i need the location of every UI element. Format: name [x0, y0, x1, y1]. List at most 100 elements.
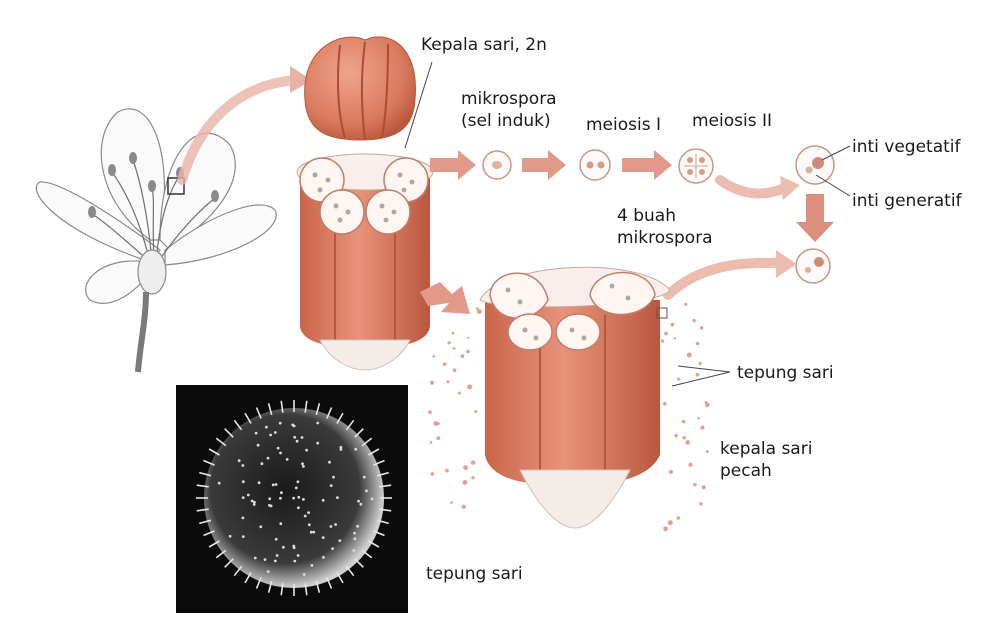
meiosis-2-cell [679, 149, 713, 183]
pollen-dot [453, 368, 457, 372]
pollen-dot [661, 339, 664, 342]
pollen-spine-tip [292, 497, 295, 500]
meiosis-1-cell [580, 150, 610, 180]
pollen-spine-tip [356, 525, 359, 528]
pollen-dot [696, 373, 700, 377]
pollen-dot [699, 502, 703, 506]
pollen-dot [446, 380, 449, 383]
pollen-spine-tip [272, 484, 275, 487]
pollen-dot [454, 309, 458, 313]
pollen-spine-tip [354, 448, 357, 451]
pollen-dot [432, 355, 435, 358]
pollen-dot [669, 470, 673, 474]
pollen-dot [693, 483, 697, 487]
pollen-dot [437, 422, 440, 425]
pollen-spine-tip [308, 523, 311, 526]
pollen-dot [664, 332, 668, 336]
pollen-dot [467, 337, 469, 339]
pollen-spine-tip [254, 557, 257, 560]
pollen-spine-tip [297, 554, 300, 557]
pollen-two-nuclei-cell [796, 146, 834, 184]
pollen-spine-tip [332, 476, 335, 479]
arrow-down [796, 194, 834, 242]
pollen-dot [696, 342, 700, 346]
pollen-spine-tip [229, 535, 232, 538]
pollen-spine-tip [365, 490, 368, 493]
pollen-spine-tip [297, 506, 300, 509]
pollen-spine-tip [302, 465, 305, 468]
pollen-dot [430, 381, 434, 385]
pollen-dot [700, 326, 704, 330]
pollen-spine-tip [322, 499, 325, 502]
pollen-spine-tip [279, 452, 282, 455]
pollen-spine-tip [265, 426, 268, 429]
pollen-spine-tip [330, 484, 333, 487]
pollen-spine-tip [293, 560, 296, 563]
pollen-dot [466, 350, 470, 354]
pollen-spine-tip [242, 480, 245, 483]
label-generative-nucleus: inti generatif [852, 190, 962, 212]
pollen-spine-tip [275, 483, 278, 486]
pollen-dot [450, 501, 453, 504]
pollen-dot [685, 440, 690, 445]
pollen-spine-tip [311, 564, 314, 567]
label-anther-burst: kepala sari pecah [720, 438, 812, 482]
pollen-spine-tip [312, 531, 315, 534]
pollen-dot [471, 460, 475, 464]
pollen-spine-tip [357, 500, 360, 503]
pollen-spine-tip [336, 496, 339, 499]
pollen-dot [443, 362, 447, 366]
pollen-spine-tip [293, 436, 296, 439]
pollen-spine-tip [267, 457, 270, 460]
pollen-dot [436, 436, 440, 440]
pollen-spine-tip [253, 501, 256, 504]
pollen-spine-tip [280, 491, 283, 494]
label-meiosis-1: meiosis I [586, 114, 661, 136]
pollen-spine-tip [297, 480, 300, 483]
pollen-spine-tip [279, 522, 282, 525]
pollen-spine-tip [302, 498, 305, 501]
pollen-dot [674, 434, 678, 438]
pollen-dot [430, 441, 433, 444]
arrows-top-row [430, 150, 672, 180]
pollen-spine-tip [291, 424, 294, 427]
pollen-dot [474, 410, 477, 413]
pollen-spine-tip [316, 442, 319, 445]
pollen-spine-tip [340, 448, 343, 451]
leader-pollen-2 [672, 372, 730, 386]
pollen-spine-tip [267, 570, 270, 573]
pollen-spine-tip [301, 436, 304, 439]
pollen-spine-tip [269, 434, 272, 437]
arrow-anther-to-pollen [668, 263, 780, 295]
pollen-spine-tip [259, 525, 262, 528]
flower-illustration [36, 109, 276, 372]
pollen-dot [463, 480, 468, 485]
pollen-dot [467, 384, 472, 389]
pollen-spine-tip [322, 536, 325, 539]
pollen-dot [692, 319, 695, 322]
pollen-dot [458, 392, 461, 395]
label-pollen-dispersed: tepung sari [737, 362, 834, 384]
pollen-dot [698, 362, 701, 365]
microspore-mother-cell [483, 151, 511, 179]
pollen-dot [445, 469, 449, 473]
pollen-spine-tip [371, 498, 374, 501]
pollen-spine-tip [282, 546, 285, 549]
pollen-spine-tip [360, 503, 363, 506]
pollen-spine-tip [353, 549, 356, 552]
pollen-dot [705, 402, 710, 407]
label-microspore-mother: mikrospora (sel induk) [461, 88, 557, 132]
pollen-spine-tip [353, 532, 356, 535]
pollen-dot [460, 354, 464, 358]
pollen-spine-tip [276, 554, 279, 557]
pollen-dot [463, 465, 468, 470]
label-four-microspores: 4 buah mikrospora [617, 205, 713, 249]
pollen-dot [428, 410, 432, 414]
pollen-dot [687, 352, 692, 357]
pollen-spine-tip [277, 447, 280, 450]
pollen-dot [451, 332, 454, 335]
pollen-dot [447, 341, 450, 344]
label-meiosis-2: meiosis II [692, 110, 772, 132]
arrow-to-mature-pollen [720, 180, 785, 193]
pollen-spine-tip [304, 515, 307, 518]
